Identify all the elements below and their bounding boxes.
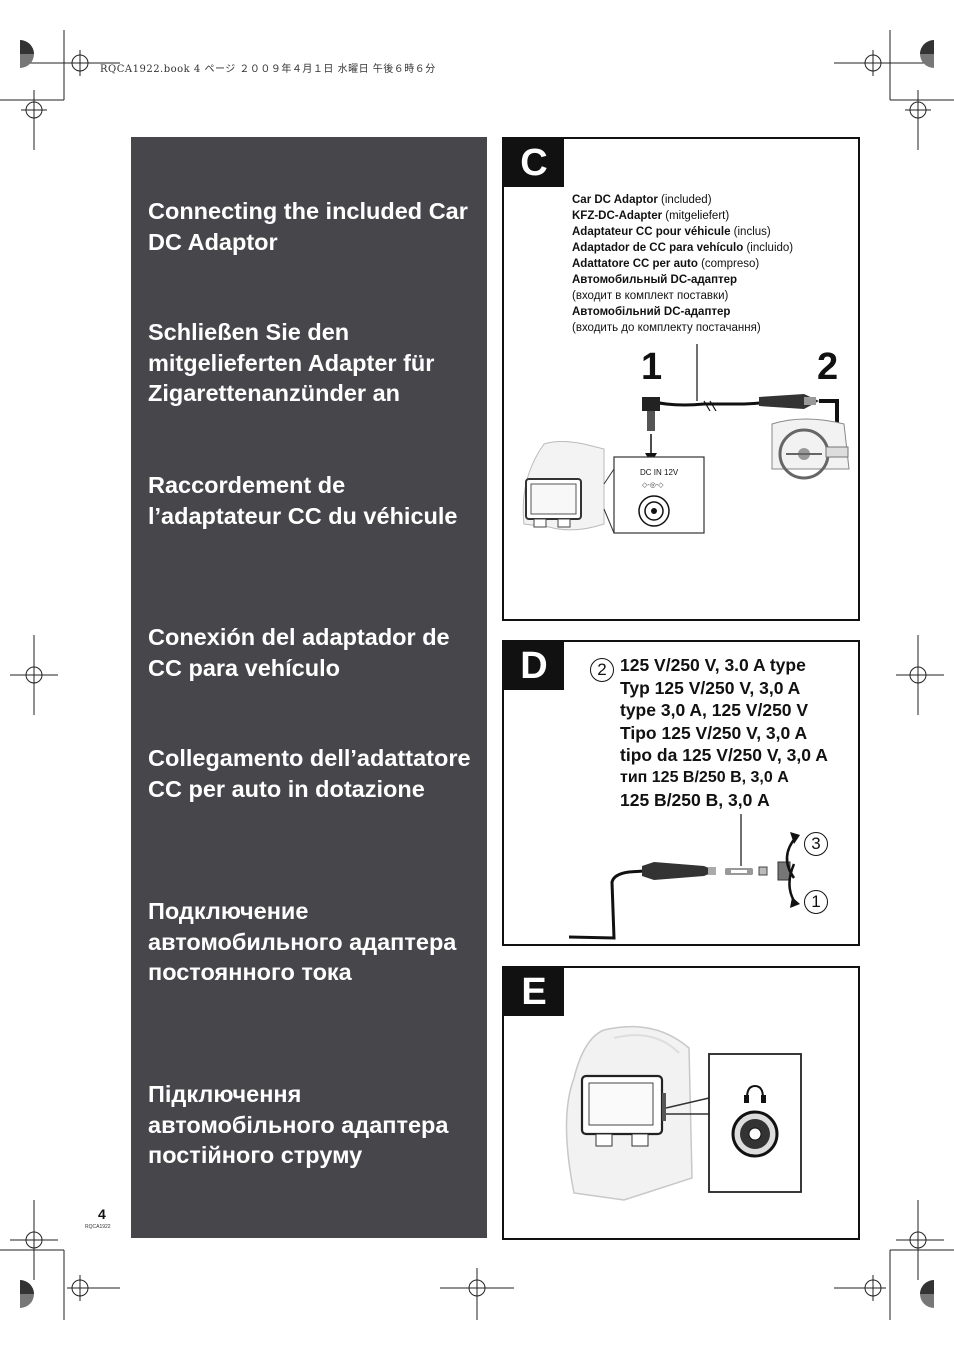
caption-line: Adattatore CC per auto (compreso)	[572, 258, 760, 270]
marker-circled-3: 3	[804, 832, 828, 856]
jack-label: DC IN 12V	[640, 468, 679, 477]
car-adaptor-illustration: DC IN 12V ◇-◎-◇	[522, 344, 850, 534]
caption-line: Adaptateur CC pour véhicule (inclus)	[572, 226, 771, 238]
fuse-line: tipo da 125 V/250 V, 3,0 A	[620, 745, 828, 765]
headings-panel: Connecting the included Car DC Adaptor S…	[131, 137, 487, 1238]
fuse-line: 125 V/250 V, 3.0 A type	[620, 655, 806, 675]
heading-russian: Подключение автомобильного адаптера пост…	[148, 898, 457, 985]
heading-ukrainian: Підключення автомобільного адаптера пост…	[148, 1081, 449, 1168]
step-2-label: 2	[817, 346, 839, 388]
panel-d: D 2 125 V/250 V, 3.0 A type Typ 125 V/25…	[502, 640, 860, 946]
adaptor-captions: Car DC Adaptor (included) KFZ-DC-Adapter…	[572, 192, 793, 336]
marker-circled-2: 2	[590, 658, 614, 682]
headphone-connection-illustration	[565, 1025, 802, 1201]
heading-french: Raccordement de l’adaptateur CC du véhic…	[148, 472, 458, 529]
fuse-replacement-illustration	[568, 814, 800, 940]
heading-spanish: Conexión del adaptador de CC para vehícu…	[148, 624, 450, 681]
caption-line: (входить до комплекту постачання)	[572, 322, 761, 334]
heading-german: Schließen Sie den mitgelieferten Adapter…	[148, 319, 435, 406]
fuse-line: Typ 125 V/250 V, 3,0 A	[620, 677, 801, 698]
panel-e-letter: E	[504, 968, 564, 1016]
caption-line: KFZ-DC-Adapter (mitgeliefert)	[572, 210, 730, 222]
panel-c: C Car DC Adaptor (included) KFZ-DC-Adapt…	[502, 137, 860, 621]
fuse-line: 125 В/250 В, 3,0 А	[620, 790, 770, 810]
panel-d-letter: D	[504, 642, 564, 690]
caption-line: Автомобильный DC-адаптер	[572, 274, 738, 286]
book-header: RQCA1922.book 4 ページ ２００９年４月１日 水曜日 午後６時６分	[100, 64, 436, 75]
heading-english: Connecting the included Car DC Adaptor	[148, 198, 468, 255]
fuse-line: Tipo 125 V/250 V, 3,0 A	[620, 722, 808, 743]
fuse-rating-text: 125 V/250 V, 3.0 A type Typ 125 V/250 V,…	[620, 654, 828, 812]
caption-line: Автомобільний DC-адаптер	[572, 306, 731, 318]
caption-line: (входит в комплект поставки)	[572, 290, 729, 302]
heading-italian: Collegamento dell’adattatore CC per auto…	[148, 745, 471, 802]
marker-circled-1: 1	[804, 890, 828, 914]
svg-text:◇-◎-◇: ◇-◎-◇	[642, 482, 664, 489]
document-code: RQCA1922	[85, 1224, 111, 1230]
panel-c-letter: C	[504, 139, 564, 187]
headphone-icon	[744, 1084, 766, 1103]
page-number: 4	[98, 1206, 106, 1222]
fuse-line: type 3,0 A, 125 V/250 V	[620, 700, 809, 720]
caption-line: Adaptador de CC para vehículo (incluido)	[572, 242, 794, 254]
fuse-line: тип 125 В/250 В, 3,0 А	[620, 768, 789, 786]
step-1-label: 1	[641, 346, 663, 388]
caption-line: Car DC Adaptor (included)	[572, 194, 712, 206]
panel-e: E	[502, 966, 860, 1240]
